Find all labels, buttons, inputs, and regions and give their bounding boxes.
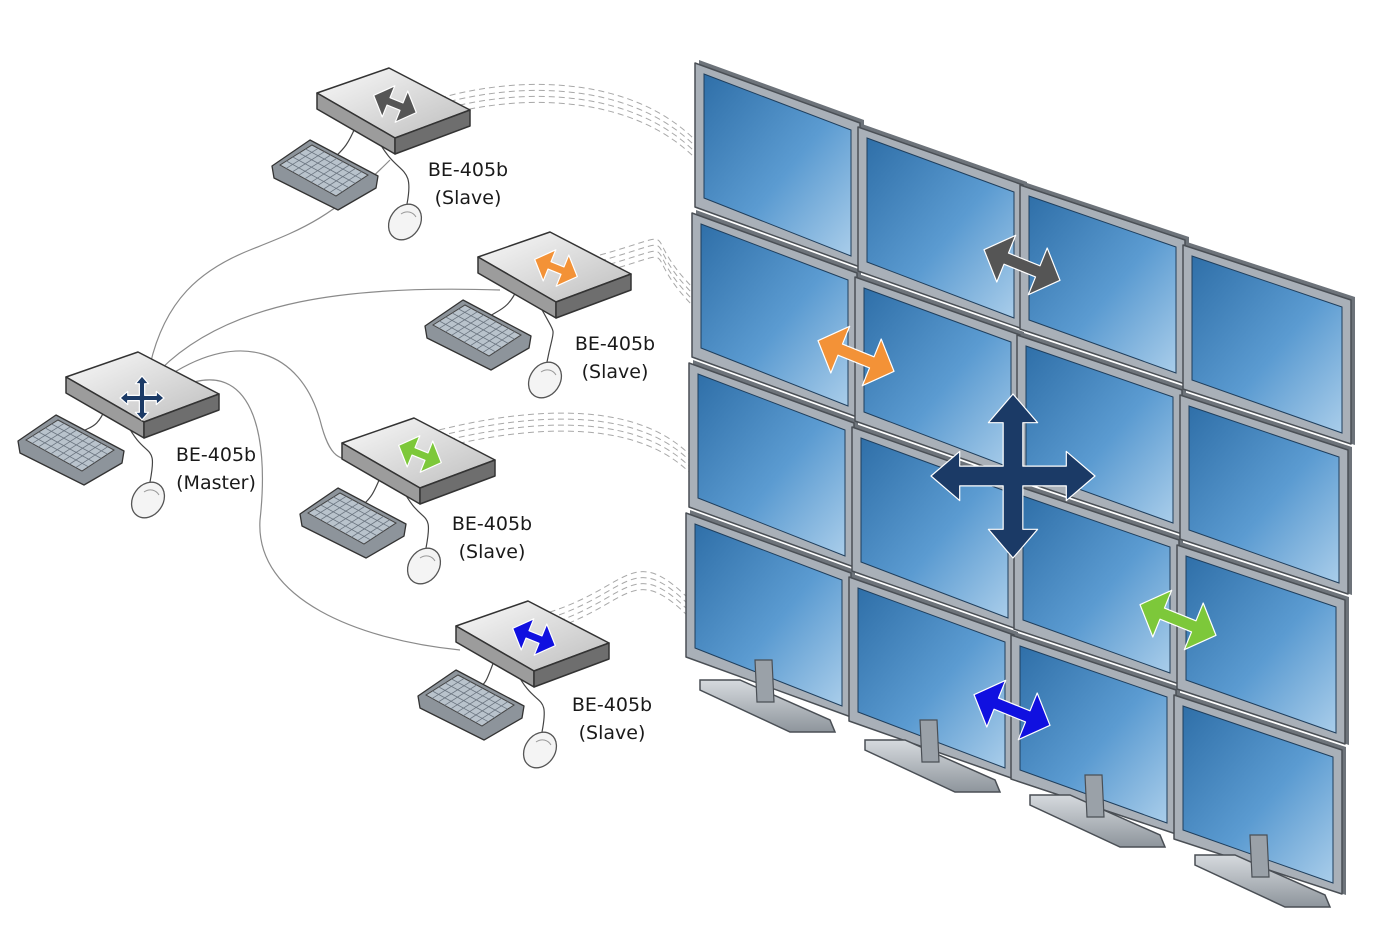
device-role-label: (Slave) <box>459 541 526 563</box>
monitor <box>1182 242 1355 445</box>
monitor <box>1013 482 1183 685</box>
kvm-box-side <box>394 109 471 155</box>
mouse-icon <box>406 547 442 585</box>
double-arrow-icon <box>534 249 578 287</box>
video-cable <box>599 238 696 291</box>
keyboard-icon <box>299 487 407 559</box>
double-arrow-icon <box>373 85 417 123</box>
cable <box>169 350 361 461</box>
device-model-label: BE-405b <box>428 159 508 181</box>
video-cable <box>539 571 691 616</box>
double-arrow-icon <box>398 435 442 473</box>
monitor <box>1019 182 1189 385</box>
monitor <box>1179 392 1352 595</box>
device-model-label: BE-405b <box>176 444 256 466</box>
mouse-icon <box>527 361 563 399</box>
video-cable <box>439 83 696 141</box>
keyboard-icon <box>271 139 379 211</box>
wall-arrow-gray <box>983 234 1061 296</box>
monitor-stand <box>1194 834 1332 908</box>
monitor <box>685 510 855 718</box>
device-model-label: BE-405b <box>575 333 655 355</box>
kvm-box-side <box>419 459 496 505</box>
monitor-stand <box>864 719 1002 793</box>
wall-arrow-green <box>1139 589 1217 651</box>
device-model-label: BE-405b <box>572 694 652 716</box>
video-cable <box>599 256 696 309</box>
video-cable <box>599 244 696 297</box>
keyboard-icon <box>17 414 125 486</box>
device-model-label: BE-405b <box>452 513 532 535</box>
kvm-box-side <box>533 642 610 688</box>
monitor <box>1173 692 1346 895</box>
kvm-box-side <box>143 393 220 439</box>
wall-arrow-blue <box>973 679 1051 741</box>
cable <box>159 288 501 371</box>
kvm-device-master: BE-405b (Master) <box>17 351 256 519</box>
kvm-box-side <box>555 273 632 319</box>
video-cable <box>439 89 696 147</box>
kvm-device-slave-gray: BE-405b (Slave) <box>271 67 508 241</box>
keyboard-icon <box>417 669 525 741</box>
device-role-label: (Master) <box>176 472 256 494</box>
monitor <box>1176 542 1349 745</box>
video-wall-arrows <box>817 234 1217 741</box>
monitor <box>694 60 864 268</box>
monitor <box>848 574 1018 780</box>
device-role-label: (Slave) <box>582 361 649 383</box>
double-arrow-icon <box>512 618 556 656</box>
monitor <box>857 124 1027 330</box>
wall-arrow-orange <box>817 325 895 387</box>
mouse-icon <box>522 731 558 769</box>
video-cable <box>599 250 696 303</box>
mouse-icon <box>130 481 166 519</box>
video-cable <box>439 101 696 159</box>
kvm-device-slave-green: BE-405b (Slave) <box>299 417 532 585</box>
wall-arrow-master <box>930 393 1096 559</box>
video-cable <box>439 95 696 153</box>
video-wall <box>685 60 1355 908</box>
device-role-label: (Slave) <box>435 187 502 209</box>
kvm-device-slave-blue: BE-405b (Slave) <box>417 600 652 769</box>
keyboard-icon <box>424 299 532 371</box>
video-cable <box>539 583 691 628</box>
four-way-arrow-icon <box>119 375 165 421</box>
monitor-stand <box>699 659 837 733</box>
device-role-label: (Slave) <box>579 722 646 744</box>
cable <box>184 379 461 651</box>
video-cable <box>539 577 691 622</box>
monitor <box>688 360 858 568</box>
monitor-stand <box>1029 774 1167 848</box>
kvm-devices: BE-405b (Slave) BE-405b (Slave) BE-405b (Mast… <box>17 67 655 769</box>
monitor <box>1010 632 1180 835</box>
kvm-device-slave-orange: BE-405b (Slave) <box>424 231 655 399</box>
monitor <box>854 274 1024 480</box>
mouse-icon <box>387 203 423 241</box>
